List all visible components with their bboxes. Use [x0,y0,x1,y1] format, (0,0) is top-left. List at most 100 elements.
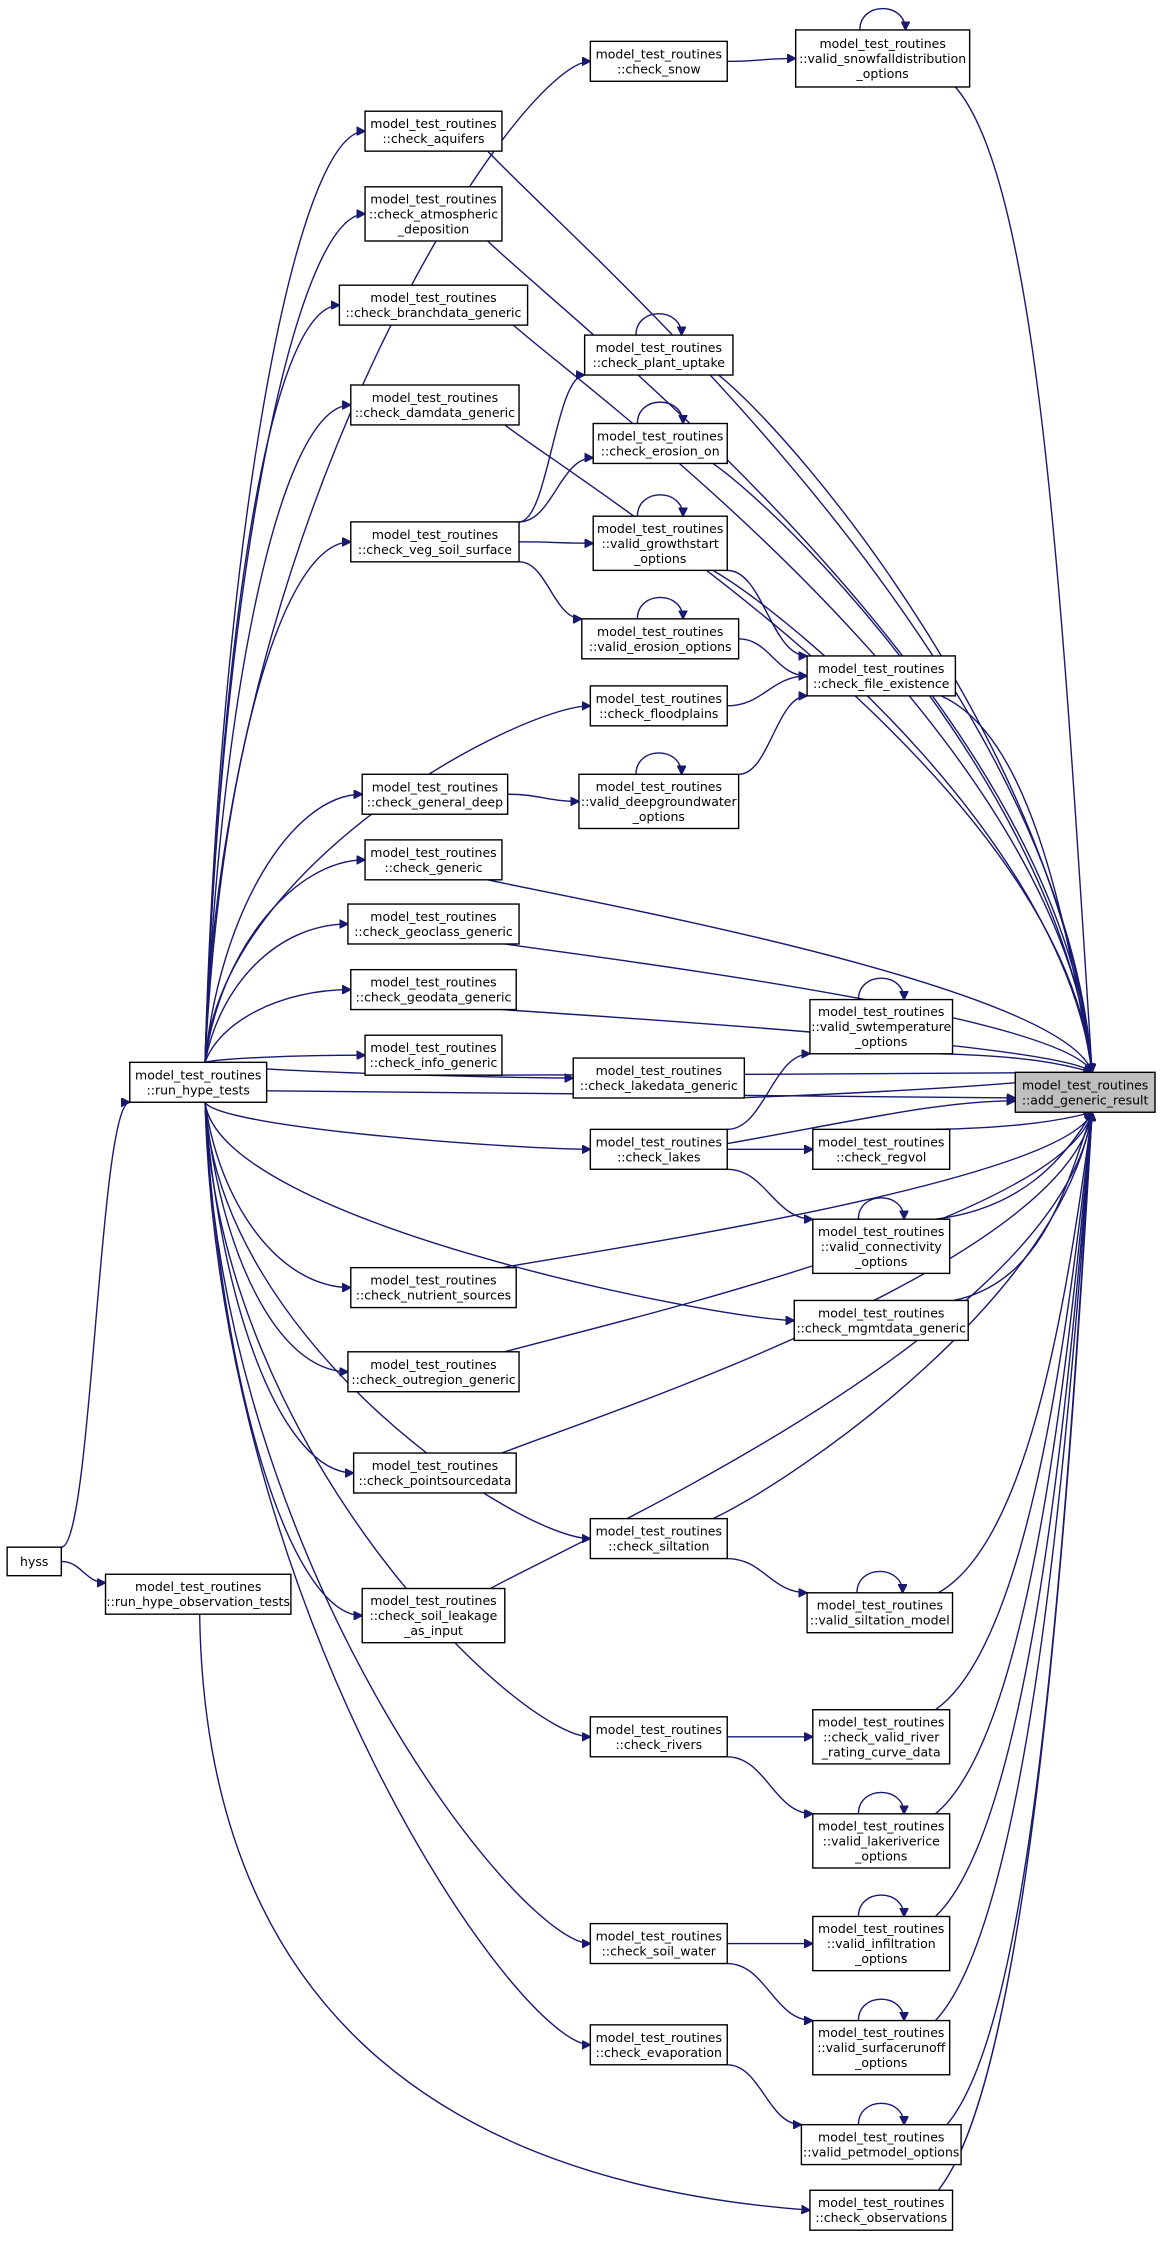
node-valid-snowfalldistribution-options[interactable]: model_test_routines::valid_snowfalldistr… [794,29,971,88]
node-label: ::add_generic_result [1022,1092,1149,1107]
node-label: ::check_veg_soil_surface [358,542,512,557]
node-label: model_test_routines [370,1040,496,1055]
node-check-siltation[interactable]: model_test_routines::check_siltation [589,1517,728,1560]
node-check-rivers[interactable]: model_test_routines::check_rivers [589,1716,728,1758]
node-check-branchdata-generic[interactable]: model_test_routines::check_branchdata_ge… [338,284,529,326]
node-label: model_test_routines [370,1273,496,1288]
node-check-outregion-generic[interactable]: model_test_routines::check_outregion_gen… [347,1351,520,1393]
edge-valid_infiltration_options-to-valid_infiltration_options [857,1894,904,1916]
edge-check_rivers-to-valid_lakeriverice_options [727,1756,813,1814]
node-check-generic[interactable]: model_test_routines::check_generic [364,839,503,881]
node-box [350,1266,517,1309]
node-box [806,1592,954,1634]
node-label: model_test_routines [596,340,722,355]
node-label: ::check_rivers [615,1737,702,1752]
edge-valid_snowfalldistribution_options-to-valid_snowfalldistribution_options [859,8,906,30]
node-label: model_test_routines [372,779,498,794]
node-check-geoclass-generic[interactable]: model_test_routines::check_geoclass_gene… [347,903,520,945]
edge-run_hype_tests-to-check_geodata_generic [204,990,351,1063]
node-label: model_test_routines [370,290,496,305]
node-check-valid-river-rating-curve-data[interactable]: model_test_routines::check_valid_river_r… [812,1709,951,1765]
node-check-info-generic[interactable]: model_test_routines::check_info_generic [364,1034,503,1076]
node-check-aquifers[interactable]: model_test_routines::check_aquifers [364,110,503,152]
node-check-soil-water[interactable]: model_test_routines::check_soil_water [589,1922,728,1965]
node-check-mgmtdata-generic[interactable]: model_test_routines::check_mgmtdata_gene… [793,1299,969,1342]
node-check-general-deep[interactable]: model_test_routines::check_general_deep [361,773,509,815]
node-label: ::check_geodata_generic [356,990,512,1005]
node-check-plant-uptake[interactable]: model_test_routines::check_plant_uptake [583,334,734,376]
edge-check_lakes-to-valid_swtemperature_options [727,1054,810,1131]
node-valid-infiltration-options[interactable]: model_test_routines::valid_infiltration_… [812,1915,951,1972]
node-valid-siltation-model[interactable]: model_test_routines::valid_siltation_mod… [806,1592,954,1634]
node-box [592,515,728,572]
node-label: ::check_atmospheric [369,206,498,221]
edge-run_hype_tests-to-check_siltation [204,1102,590,1538]
node-label: ::check_snow [617,61,701,76]
node-valid-connectivity-options[interactable]: model_test_routines::valid_connectivity_… [812,1218,951,1275]
node-label: ::valid_siltation_model [810,1613,950,1628]
node-check-observations[interactable]: model_test_routines::check_observations [809,2189,954,2231]
node-check-soil-leakage-as-input[interactable]: model_test_routines::check_soil_leakage_… [361,1587,506,1644]
node-valid-growthstart-options[interactable]: model_test_routines::valid_growthstart_o… [592,515,728,572]
node-label: model_test_routines [370,191,496,206]
node-check-lakedata-generic[interactable]: model_test_routines::check_lakedata_gene… [572,1057,746,1099]
node-check-erosion-on[interactable]: model_test_routines::check_erosion_on [592,422,728,465]
node-label: model_test_routines [372,527,498,542]
node-check-atmospheric-deposition[interactable]: model_test_routines::check_atmospheric_d… [364,186,503,242]
node-add-generic-result[interactable]: model_test_routines::add_generic_result [1014,1071,1156,1113]
edge-valid_siltation_model-to-valid_siltation_model [856,1570,903,1592]
node-run-hype-observation-tests[interactable]: model_test_routines::run_hype_observatio… [104,1573,292,1615]
node-label: _options [854,1034,907,1049]
node-label: model_test_routines [819,36,945,51]
node-valid-deepgroundwater-options[interactable]: model_test_routines::valid_deepgroundwat… [578,773,740,830]
node-check-lakes[interactable]: model_test_routines::check_lakes [589,1128,728,1170]
node-label: ::check_soil_leakage [370,1608,498,1623]
node-check-veg-soil-surface[interactable]: model_test_routines::check_veg_soil_surf… [350,521,520,563]
node-label: model_test_routines [596,691,722,706]
node-check-snow[interactable]: model_test_routines::check_snow [589,40,728,82]
node-check-evaporation[interactable]: model_test_routines::check_evaporation [589,2024,728,2066]
node-check-file-existence[interactable]: model_test_routines::check_file_existenc… [806,655,957,697]
node-valid-lakeriverice-options[interactable]: model_test_routines::valid_lakeriverice_… [812,1813,951,1869]
edge-run_hype_tests-to-check_branchdata_generic [204,305,339,1063]
node-check-regvol[interactable]: model_test_routines::check_regvol [812,1128,951,1170]
node-label: ::check_general_deep [367,794,503,809]
node-label: ::check_generic [384,860,482,875]
node-label: model_test_routines [818,1134,944,1149]
node-check-geodata-generic[interactable]: model_test_routines::check_geodata_gener… [350,968,517,1011]
node-label: model_test_routines [597,428,723,443]
node-label: ::check_pointsourcedata [359,1473,512,1488]
node-check-nutrient-sources[interactable]: model_test_routines::check_nutrient_sour… [350,1266,517,1309]
node-label: _rating_curve_data [821,1744,941,1759]
edge-run_hype_tests-to-check_damdata_generic [204,405,351,1063]
edge-check_soil_leakage_as_input-to-add_generic_result [490,1112,1093,1590]
node-valid-petmodel-options[interactable]: model_test_routines::valid_petmodel_opti… [800,2123,962,2166]
node-check-pointsourcedata[interactable]: model_test_routines::check_pointsourceda… [352,1452,517,1494]
node-label: ::run_hype_observation_tests [106,1594,290,1609]
node-hyss[interactable]: hyss [6,1546,63,1577]
node-check-damdata-generic[interactable]: model_test_routines::check_damdata_gener… [350,384,520,426]
node-label: model_test_routines [818,661,944,676]
edge-check_observations-to-add_generic_result [937,1112,1092,2191]
edge-check_aquifers-to-add_generic_result [487,150,1092,1072]
edge-run_hype_tests-to-check_atmospheric_deposition [204,214,365,1063]
node-box [578,773,740,830]
node-label: ::valid_swtemperature [811,1019,951,1034]
node-label: ::valid_deepgroundwater [581,794,738,809]
node-box [129,1061,268,1103]
node-check-floodplains[interactable]: model_test_routines::check_floodplains [589,685,728,727]
edge-run_hype_tests-to-check_veg_soil_surface [204,542,351,1063]
node-valid-surfacerunoff-options[interactable]: model_test_routines::valid_surfacerunoff… [812,2019,951,2076]
edge-check_mgmtdata_generic-to-add_generic_result [953,1112,1092,1302]
edge-valid_growthstart_options-to-add_generic_result [712,569,1092,1072]
edge-check_plant_uptake-to-add_generic_result [718,374,1092,1072]
node-box [589,40,728,82]
node-run-hype-tests[interactable]: model_test_routines::run_hype_tests [129,1061,268,1103]
node-box [361,773,509,815]
node-valid-erosion-options[interactable]: model_test_routines::valid_erosion_optio… [581,618,740,660]
node-label: model_test_routines [1022,1077,1148,1092]
edge-check_atmospheric_deposition-to-add_generic_result [487,240,1092,1072]
node-valid-swtemperature-options[interactable]: model_test_routines::valid_swtemperature… [809,998,954,1055]
node-label: model_test_routines [370,909,496,924]
